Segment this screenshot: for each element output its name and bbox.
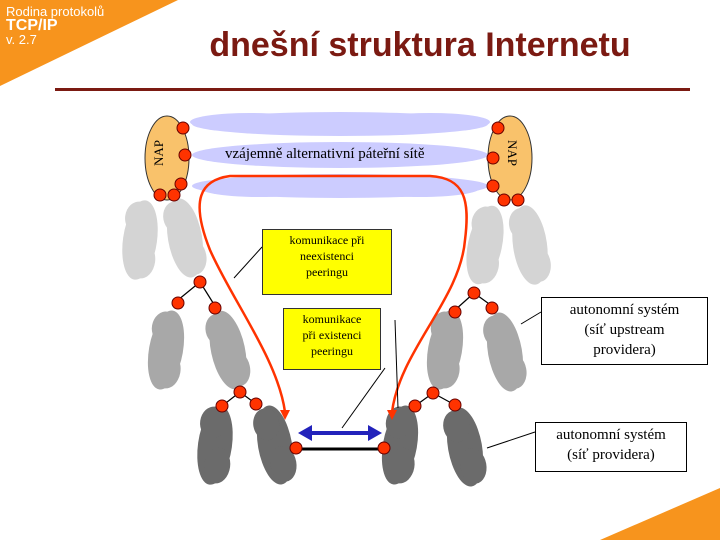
note-line: komunikace při xyxy=(289,233,365,247)
slide-title: dnešní struktura Internetu xyxy=(209,26,631,64)
label-line: (síť upstream xyxy=(584,322,665,338)
label-line: providera) xyxy=(593,342,656,358)
note-line: peeringu xyxy=(306,265,348,279)
nap-right-label: NAP xyxy=(505,140,520,167)
backbone-networks xyxy=(190,112,490,198)
corner-decoration-bottom-right xyxy=(600,488,720,540)
callout-lines xyxy=(233,246,542,449)
series-name: Rodina protokolů xyxy=(6,4,105,19)
route-arrowhead-left xyxy=(280,410,290,420)
provider-as-clouds xyxy=(191,402,490,490)
series-version: v. 2.7 xyxy=(6,32,37,47)
backbone-label: vzájemně alternativní páteřní sítě xyxy=(225,146,425,162)
label-provider-as: autonomní systém (síť providera) xyxy=(535,422,687,472)
route-without-peering xyxy=(198,174,468,413)
note-line: komunikace xyxy=(302,312,362,326)
note-communication-with-peering: komunikace při existenci peeringu xyxy=(283,308,381,370)
label-line: autonomní systém xyxy=(569,302,680,318)
label-upstream-provider-as: autonomní systém (síť upstream providera… xyxy=(541,297,708,365)
series-label: Rodina protokolů TCP/IP v. 2.7 xyxy=(6,5,104,47)
nap-left-label: NAP xyxy=(151,140,166,167)
note-line: při existenci xyxy=(302,328,362,342)
router-nodes xyxy=(153,121,525,455)
corner-decoration-top-left xyxy=(0,0,178,86)
series-brand: TCP/IP xyxy=(6,17,58,34)
label-line: autonomní systém xyxy=(556,427,666,443)
title-underline xyxy=(55,88,690,91)
note-line: neexistenci xyxy=(300,249,354,263)
route-arrowhead-right xyxy=(387,410,397,420)
note-line: peeringu xyxy=(311,344,353,358)
backbone-band-2 xyxy=(192,142,488,168)
note-communication-without-peering: komunikace při neexistenci peeringu xyxy=(262,229,392,295)
label-line: (síť providera) xyxy=(567,447,655,463)
